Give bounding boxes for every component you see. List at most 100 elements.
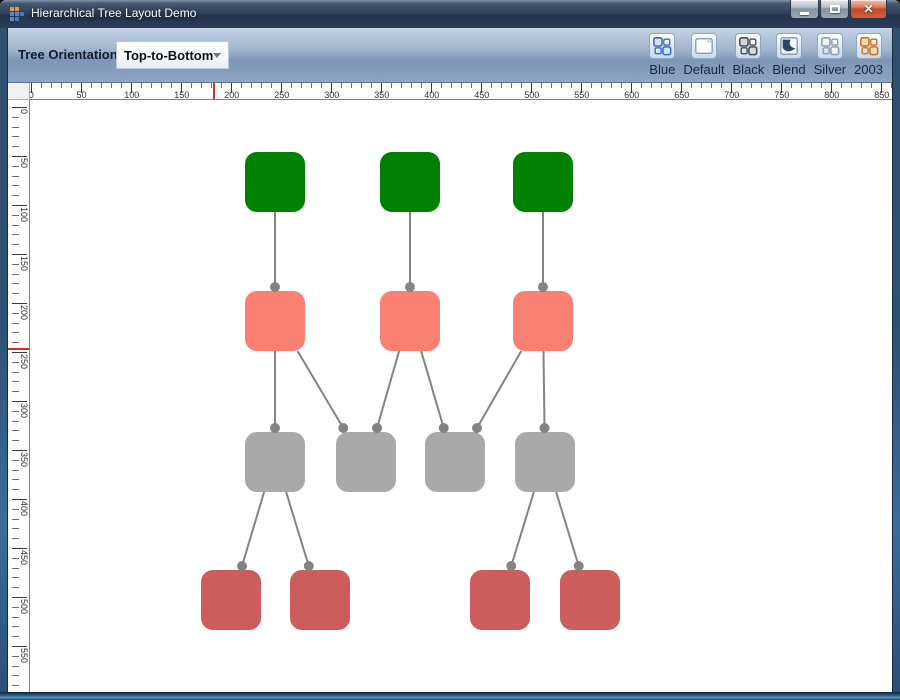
theme-button-label: Silver [813,62,847,77]
tree-node-n14[interactable] [560,570,620,630]
h-ruler-tick [231,83,232,93]
edge-endpoint-dot [270,282,280,292]
tree-node-n9[interactable] [425,432,485,492]
h-ruler-tick [811,83,812,88]
v-ruler-tick [12,626,19,627]
h-ruler-tick [631,83,632,93]
h-ruler-tick [411,83,412,88]
diagram-workspace: 0501001502002503003504004505005506006507… [8,83,892,692]
tree-node-n4[interactable] [245,291,305,351]
v-ruler-tick [12,381,19,382]
v-ruler-label: 200 [19,305,29,321]
h-ruler-tick [331,83,332,93]
v-ruler-tick [12,411,19,412]
theme-button-2003[interactable]: 2003 [850,31,887,79]
window-border-bottom [0,692,900,700]
tree-node-n10[interactable] [515,432,575,492]
v-ruler-label: 100 [19,207,29,223]
h-ruler-position-marker [213,83,215,99]
v-ruler-tick [12,244,19,245]
v-ruler-tick [12,254,27,255]
h-ruler-tick [671,83,672,88]
theme-silver-icon [816,33,843,59]
h-ruler-tick [541,83,542,88]
h-ruler-tick [891,83,892,88]
v-ruler-tick [12,156,27,157]
v-ruler-tick [12,342,19,343]
tree-edge-n4-n8 [296,350,345,429]
v-ruler-tick [12,332,19,333]
h-ruler-tick [751,83,752,88]
v-ruler-tick [12,372,19,373]
tree-edge-n5-n9 [420,350,445,429]
close-icon: ✕ [863,2,874,16]
window-border-right [892,28,900,692]
theme-button-blue[interactable]: Blue [645,31,679,79]
h-ruler-tick [261,83,262,88]
h-ruler-tick [721,83,722,88]
h-ruler-label: 100 [124,90,140,100]
h-ruler-tick [711,83,712,88]
tree-node-n6[interactable] [513,291,573,351]
h-ruler-tick [601,83,602,88]
v-ruler-tick [12,538,19,539]
maximize-button[interactable] [820,0,849,19]
h-ruler-tick [481,83,482,93]
v-ruler-tick [12,205,27,206]
v-ruler-tick [12,597,27,598]
v-ruler-tick [12,607,19,608]
minimize-button[interactable] [790,0,819,19]
h-ruler-tick [301,83,302,88]
h-ruler-tick [871,83,872,88]
v-ruler-tick [12,274,19,275]
theme-button-blend[interactable]: Blend [768,31,809,79]
h-ruler-tick [191,83,192,88]
tree-node-n8[interactable] [336,432,396,492]
v-ruler-tick [12,460,19,461]
close-button[interactable]: ✕ [850,0,887,19]
tree-node-n1[interactable] [245,152,305,212]
edge-endpoint-dot [270,423,280,433]
h-ruler-tick [251,83,252,88]
theme-button-default[interactable]: Default [679,31,728,79]
h-ruler-tick [791,83,792,88]
h-ruler-tick [651,83,652,88]
v-ruler-label: 400 [19,501,29,517]
h-ruler-tick [111,83,112,88]
v-ruler-tick [12,450,27,451]
h-ruler-tick [761,83,762,88]
theme-button-silver[interactable]: Silver [810,31,851,79]
tree-node-n7[interactable] [245,432,305,492]
edge-endpoint-dot [303,561,314,571]
v-ruler-tick [12,352,27,353]
theme-button-label: Black [732,62,765,77]
theme-button-label: 2003 [854,62,883,77]
tree-node-n12[interactable] [290,570,350,630]
tree-node-n5[interactable] [380,291,440,351]
h-ruler-label: 600 [624,90,640,100]
tree-node-n3[interactable] [513,152,573,212]
tree-node-n13[interactable] [470,570,530,630]
v-ruler-tick [12,176,19,177]
v-ruler-tick [12,313,19,314]
v-ruler-tick [12,617,19,618]
edge-endpoint-dot [506,561,517,571]
h-ruler-tick [781,83,782,93]
h-ruler-tick [131,83,132,93]
tree-node-n11[interactable] [201,570,261,630]
v-ruler-label: 500 [19,599,29,615]
edge-endpoint-dot [573,561,584,571]
edge-endpoint-dot [538,282,548,292]
h-ruler-tick [371,83,372,88]
theme-black-icon [735,33,762,59]
v-ruler-tick [12,430,19,431]
theme-button-black[interactable]: Black [729,31,769,79]
tree-node-n2[interactable] [380,152,440,212]
h-ruler-tick [351,83,352,88]
h-ruler-tick [621,83,622,88]
h-ruler-tick [561,83,562,88]
h-ruler-tick [491,83,492,88]
tree-orientation-dropdown[interactable]: Top-to-Bottom [116,41,229,69]
